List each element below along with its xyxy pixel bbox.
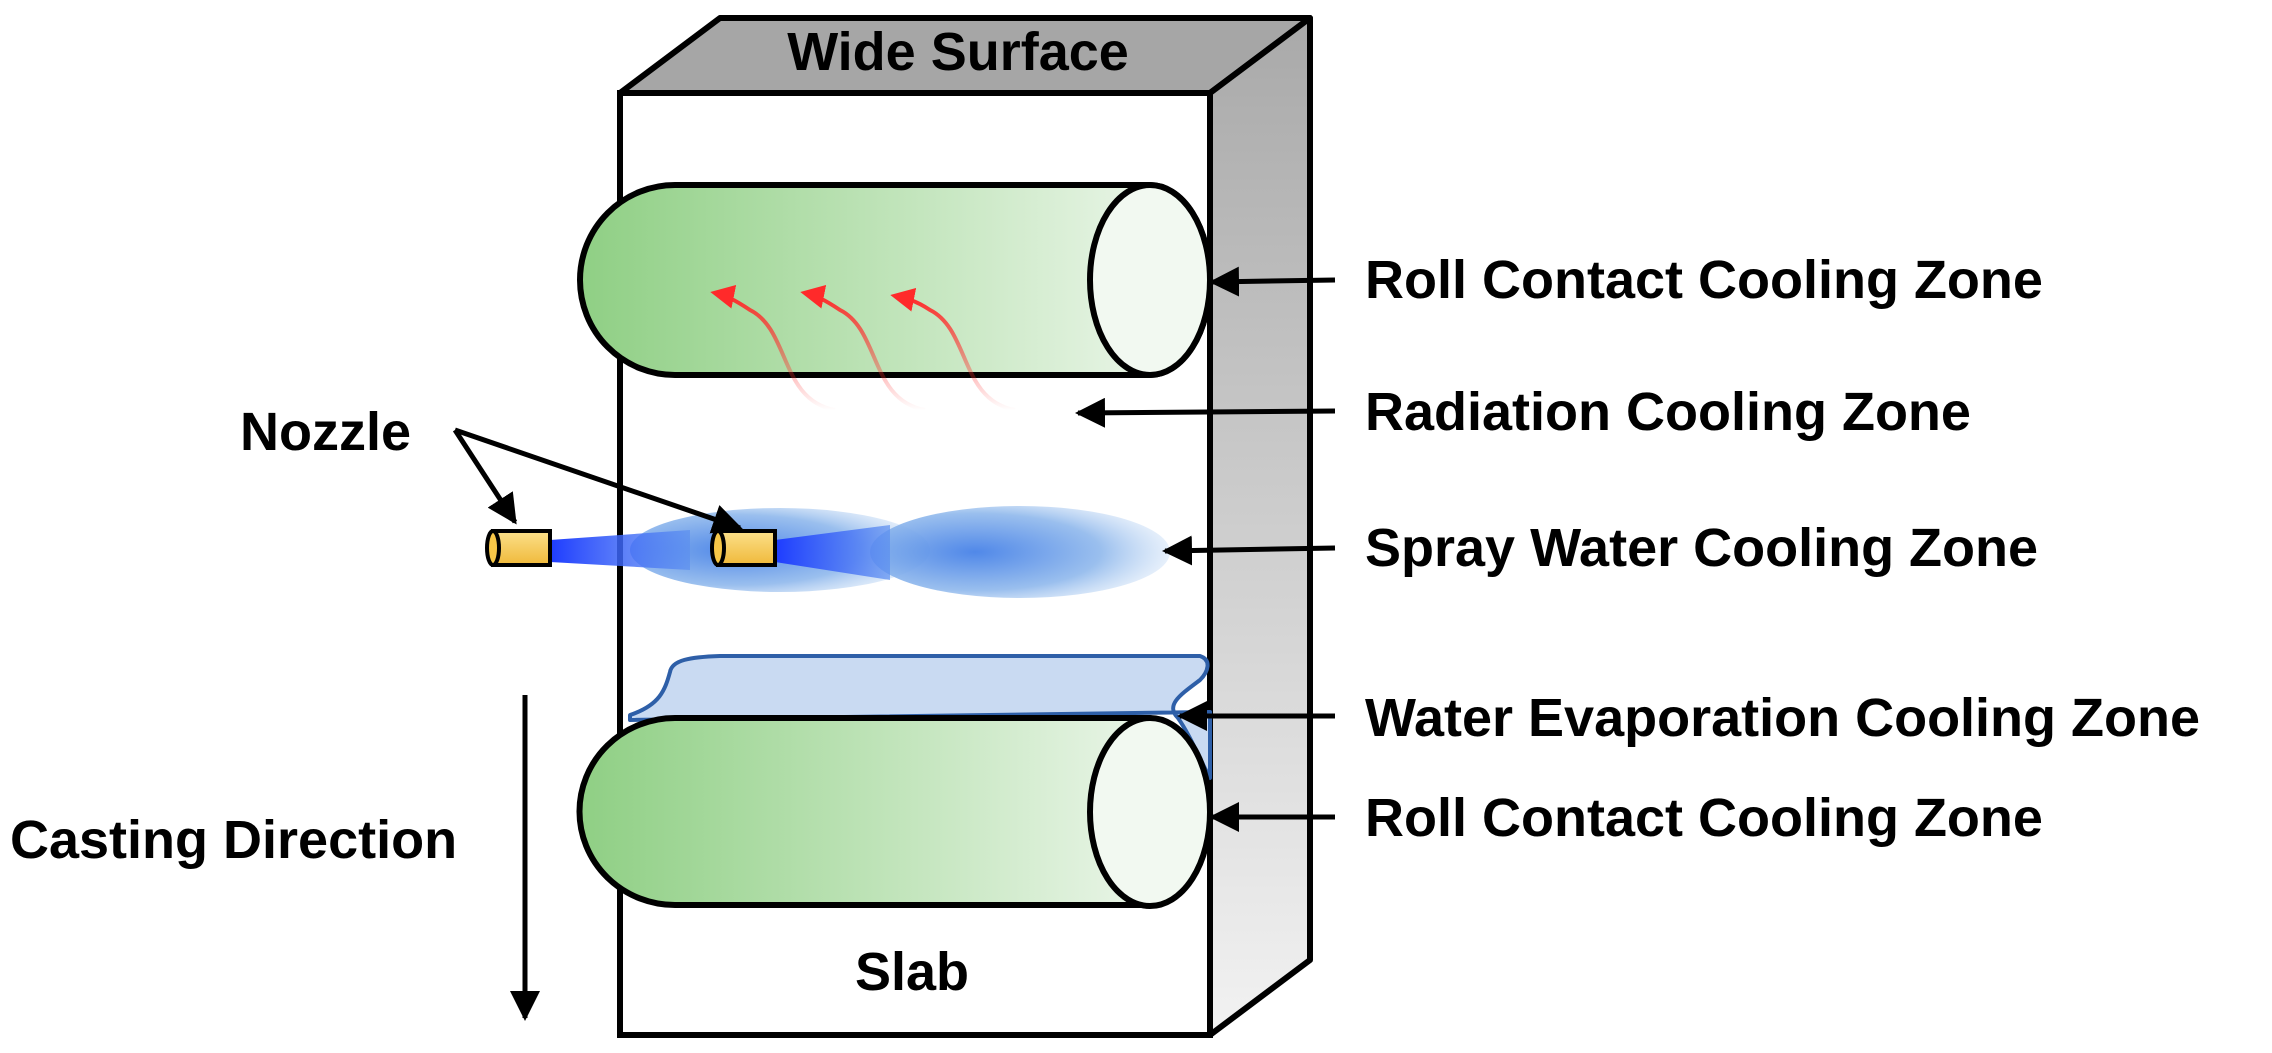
casting-direction-label: Casting Direction (10, 810, 457, 870)
radiant-heat-arrows (710, 285, 1016, 412)
top-roll-end (1087, 182, 1213, 378)
zone-leader-arrows (1075, 266, 1336, 832)
slab-side-face (1207, 15, 1313, 1038)
nozzle-right (710, 529, 777, 567)
nozzle-leader-left (452, 428, 518, 525)
nozzle-leader-arrows (452, 427, 743, 534)
bottom-roll-end (1087, 715, 1213, 909)
slab-label: Slab (855, 942, 969, 1002)
zone-label-radiation: Radiation Cooling Zone (1365, 382, 1971, 442)
heat-arrow (890, 287, 1016, 412)
nozzle-label: Nozzle (240, 402, 411, 462)
spray-jet (775, 525, 890, 580)
leader-radiation (1075, 397, 1336, 428)
wide-surface-label: Wide Surface (787, 22, 1129, 82)
spray-water (550, 506, 1170, 598)
zone-label-roll-contact-bottom: Roll Contact Cooling Zone (1365, 788, 2043, 848)
nozzle-leader-right (454, 427, 743, 534)
zone-label-spray-water: Spray Water Cooling Zone (1365, 518, 2038, 578)
leader-spray-water (1162, 535, 1336, 566)
zone-label-water-evaporation: Water Evaporation Cooling Zone (1365, 688, 2200, 748)
zone-label-roll-contact-top: Roll Contact Cooling Zone (1365, 250, 2043, 310)
spray-cloud (870, 506, 1170, 598)
heat-arrow (710, 285, 836, 412)
leader-roll-contact-top (1209, 266, 1336, 297)
heat-arrow (800, 285, 926, 412)
nozzle-left (485, 529, 552, 567)
spray-jet (550, 530, 690, 570)
